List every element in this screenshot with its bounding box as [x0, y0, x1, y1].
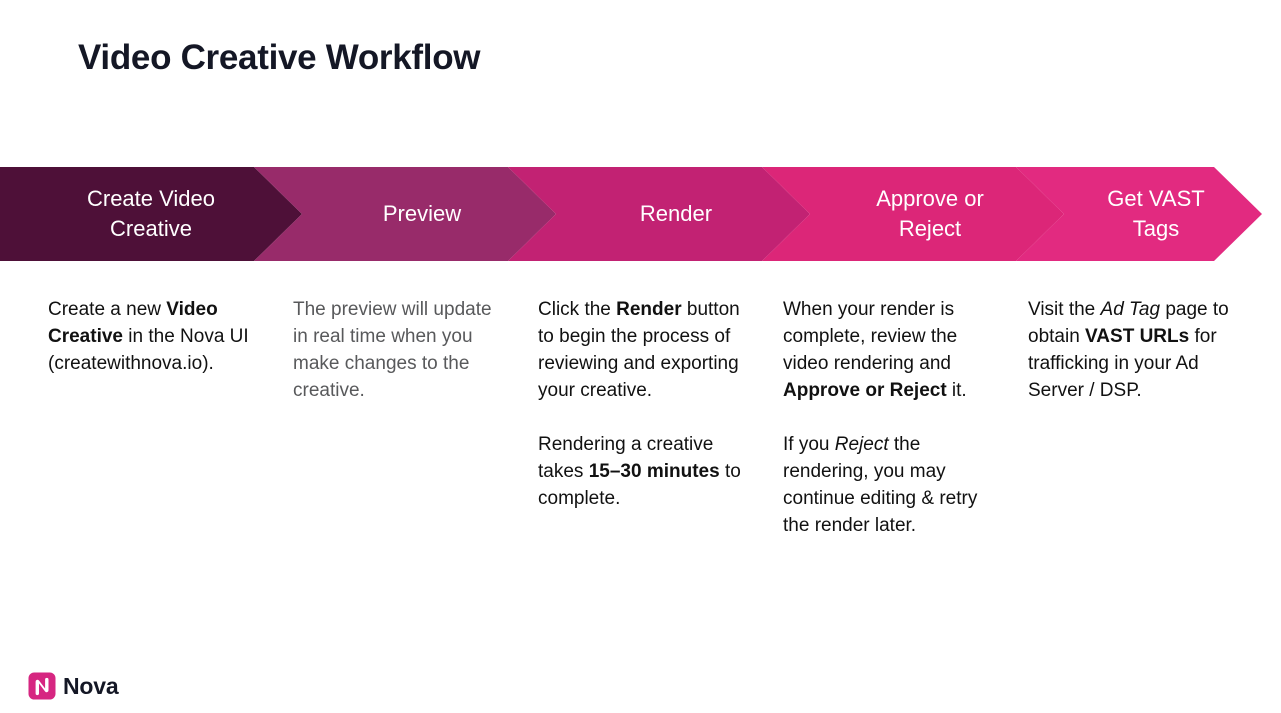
workflow-step-label: Approve or Reject [876, 186, 984, 241]
step-description-preview: The preview will update in real time whe… [293, 296, 509, 404]
step-description-render: Click the Render button to begin the pro… [538, 296, 754, 512]
paragraph: The preview will update in real time whe… [293, 296, 509, 404]
text-run: Ad Tag [1100, 299, 1161, 320]
nova-wordmark: Nova [63, 673, 119, 699]
text-run: Render [616, 299, 682, 320]
workflow-step-label: Preview [382, 201, 462, 226]
paragraph: Rendering a creative takes 15–30 minutes… [538, 431, 754, 512]
text-run: button to begin the process of reviewing… [538, 299, 740, 401]
paragraph: When your render is complete, review the… [783, 296, 999, 404]
step-description-get-vast-tags: Visit the Ad Tag page to obtain VAST URL… [1028, 296, 1244, 404]
text-run: Visit the [1028, 299, 1101, 320]
nova-n-mark-icon [28, 671, 56, 701]
text-run: 15–30 minutes [588, 461, 720, 482]
text-run: The preview will update in real time whe… [293, 299, 492, 401]
text-run: Reject [834, 434, 889, 455]
page-title: Video Creative Workflow [78, 38, 481, 77]
workflow-step-band: Create Video Creative Preview Render App… [0, 167, 1281, 261]
workflow-step-approve-or-reject[interactable]: Approve or Reject [762, 167, 1064, 261]
workflow-step-label: Get VAST Tags [1107, 186, 1205, 241]
text-run: the rendering, you may continue editing … [783, 434, 978, 536]
paragraph: If you Reject the rendering, you may con… [783, 431, 999, 539]
paragraph: Click the Render button to begin the pro… [538, 296, 754, 404]
text-run: for trafficking in your Ad Server / DSP. [1028, 326, 1217, 401]
text-run: VAST URLs [1085, 326, 1190, 347]
step-description-create-video-creative: Create a new Video Creative in the Nova … [48, 296, 264, 377]
workflow-step-label: Create Video Creative [86, 186, 215, 241]
text-run: Click the [538, 299, 617, 320]
text-run: to complete. [538, 461, 741, 509]
text-run: page to obtain [1028, 299, 1229, 347]
paragraph: Create a new Video Creative in the Nova … [48, 296, 264, 377]
step-description-approve-or-reject: When your render is complete, review the… [783, 296, 999, 539]
workflow-step-render[interactable]: Render [508, 167, 810, 261]
text-run: When your render is complete, review the… [783, 299, 958, 374]
text-run: Video Creative [48, 299, 218, 347]
text-run: it. [946, 380, 967, 401]
nova-logo: Nova [28, 671, 119, 701]
text-run: Create a new [48, 299, 167, 320]
text-run: in the Nova UI (createwithnova.io). [48, 326, 249, 374]
text-run: Rendering a creative takes [538, 434, 714, 482]
workflow-step-label: Render [639, 201, 713, 226]
workflow-step-create-video-creative[interactable]: Create Video Creative [0, 167, 302, 261]
text-run: Approve or Reject [783, 380, 947, 401]
workflow-step-preview[interactable]: Preview [254, 167, 556, 261]
paragraph: Visit the Ad Tag page to obtain VAST URL… [1028, 296, 1244, 404]
text-run: If you [783, 434, 835, 455]
